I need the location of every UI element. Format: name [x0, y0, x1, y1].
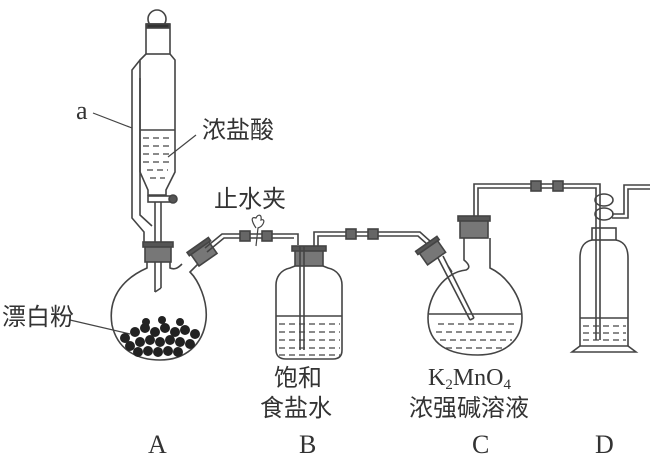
apparatus-label-d: D — [595, 430, 614, 459]
leader-hcl — [167, 134, 197, 158]
label-conc-hcl: 浓盐酸 — [202, 116, 274, 144]
label-a: a — [76, 96, 88, 125]
dropping-funnel-body — [139, 53, 176, 196]
bleach-powder-particles — [120, 316, 200, 357]
bottle-d — [579, 239, 629, 347]
label-formula: K2MnO4 — [428, 365, 512, 393]
safety-bulb — [594, 193, 614, 207]
bottle-d-neck — [591, 227, 617, 241]
tube-c-d — [473, 183, 601, 340]
flask-a — [110, 261, 208, 361]
label-bleach-powder: 漂白粉 — [2, 303, 74, 331]
apparatus-label-c: C — [472, 430, 490, 459]
apparatus-label-b: B — [299, 430, 317, 459]
rubber-connector-3 — [530, 180, 542, 192]
leader-bleach — [69, 319, 131, 335]
label-strong-base: 浓强碱溶液 — [409, 394, 529, 422]
pressure-equalizing-tube — [131, 59, 145, 242]
label-brine: 食盐水 — [260, 394, 332, 422]
label-saturated: 饱和 — [274, 364, 322, 392]
tube-a-b — [204, 233, 299, 253]
stopcock — [147, 195, 171, 203]
rubber-connector-1 — [239, 230, 251, 242]
rubber-connector-2 — [345, 228, 357, 240]
clamp-icon — [251, 214, 265, 247]
label-clamp: 止水夹 — [214, 185, 286, 213]
leader-a — [92, 112, 133, 129]
apparatus-label-a: A — [148, 430, 167, 459]
flask-c-stopper — [459, 219, 489, 239]
bottle-b — [275, 265, 343, 360]
